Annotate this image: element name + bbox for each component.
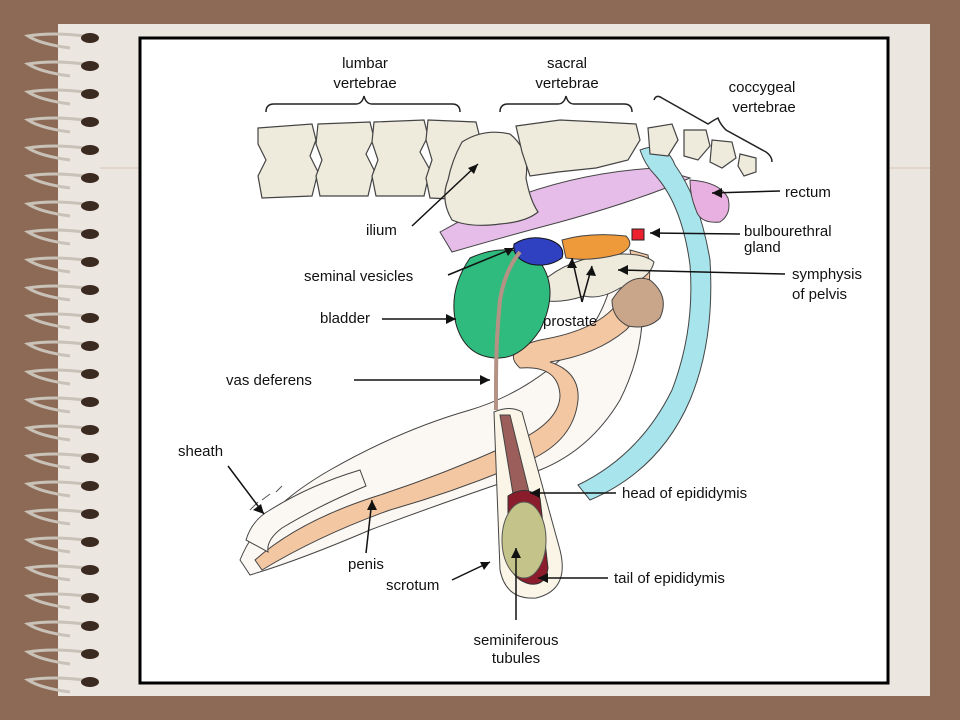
spiral-hole bbox=[81, 453, 99, 463]
label-penis: penis bbox=[348, 556, 384, 573]
spiral-ring bbox=[24, 592, 85, 610]
label-bulbourethral-line2: gland bbox=[744, 239, 781, 256]
prostate bbox=[561, 234, 631, 260]
spiral-hole bbox=[81, 61, 99, 71]
spiral-ring bbox=[24, 480, 85, 498]
spiral-hole bbox=[81, 677, 99, 687]
label-lumbar-line2: vertebrae bbox=[333, 75, 396, 92]
spiral-ring bbox=[24, 144, 85, 162]
label-bladder: bladder bbox=[320, 310, 370, 327]
spiral-hole bbox=[81, 173, 99, 183]
label-seminiferous-line2: tubules bbox=[492, 650, 540, 667]
spiral-ring bbox=[24, 256, 85, 274]
seminal-vesicles bbox=[513, 237, 564, 266]
spiral-hole bbox=[81, 257, 99, 267]
label-prostate: prostate bbox=[543, 313, 597, 330]
coccygeal-vertebrae bbox=[647, 123, 757, 177]
label-coccygeal-line1: coccygeal bbox=[729, 79, 796, 96]
spiral-ring bbox=[24, 88, 85, 106]
spiral-hole bbox=[81, 285, 99, 295]
label-sacral-line2: vertebrae bbox=[535, 75, 598, 92]
spiral-ring bbox=[24, 368, 85, 386]
vas-deferens bbox=[494, 250, 522, 410]
spiral-ring bbox=[24, 536, 85, 554]
label-vas-deferens: vas deferens bbox=[226, 372, 312, 389]
spiral-hole bbox=[81, 481, 99, 491]
spiral-hole bbox=[81, 369, 99, 379]
spiral-ring bbox=[24, 340, 85, 358]
label-lumbar-line1: lumbar bbox=[342, 55, 388, 72]
spiral-ring bbox=[24, 564, 85, 582]
label-head-of-epididymis: head of epididymis bbox=[622, 485, 747, 502]
spiral-ring bbox=[24, 676, 85, 694]
spiral-hole bbox=[81, 397, 99, 407]
spiral-ring bbox=[24, 32, 85, 50]
label-bulbourethral-line1: bulbourethral bbox=[744, 223, 832, 240]
spiral-hole bbox=[81, 89, 99, 99]
spiral-hole bbox=[81, 565, 99, 575]
label-symphysis-line1: symphysis bbox=[792, 266, 862, 283]
spiral-ring bbox=[24, 452, 85, 470]
label-ilium: ilium bbox=[366, 222, 397, 239]
bulbourethral-gland bbox=[631, 228, 645, 241]
spiral-hole bbox=[81, 537, 99, 547]
spiral-ring bbox=[24, 172, 85, 190]
label-seminiferous-line1: seminiferous bbox=[473, 632, 558, 649]
arrowheads bbox=[253, 164, 722, 583]
ilium bbox=[444, 131, 539, 226]
spiral-hole bbox=[81, 509, 99, 519]
pelvis-muscle bbox=[611, 277, 664, 328]
spiral-hole bbox=[81, 341, 99, 351]
spiral-hole bbox=[81, 229, 99, 239]
label-sacral-line1: sacral bbox=[547, 55, 587, 72]
spiral-ring bbox=[24, 116, 85, 134]
spiral-ring bbox=[24, 424, 85, 442]
spiral-hole bbox=[81, 621, 99, 631]
label-symphysis-line2: of pelvis bbox=[792, 286, 847, 303]
spiral-ring bbox=[24, 312, 85, 330]
label-coccygeal-line2: vertebrae bbox=[732, 99, 795, 116]
spiral-ring bbox=[24, 60, 85, 78]
leader-lines bbox=[227, 163, 786, 620]
spiral-ring bbox=[24, 200, 85, 218]
spiral-binding bbox=[24, 32, 99, 694]
spiral-hole bbox=[81, 145, 99, 155]
spiral-hole bbox=[81, 117, 99, 127]
testis bbox=[501, 501, 547, 579]
spiral-ring bbox=[24, 508, 85, 526]
spiral-hole bbox=[81, 33, 99, 43]
label-tail-of-epididymis: tail of epididymis bbox=[614, 570, 725, 587]
spiral-hole bbox=[81, 425, 99, 435]
label-rectum: rectum bbox=[785, 184, 831, 201]
spiral-ring bbox=[24, 648, 85, 666]
spiral-ring bbox=[24, 284, 85, 302]
sacral-vertebrae bbox=[515, 119, 641, 177]
spiral-hole bbox=[81, 649, 99, 659]
label-seminal-vesicles: seminal vesicles bbox=[304, 268, 413, 285]
label-scrotum: scrotum bbox=[386, 577, 439, 594]
label-sheath: sheath bbox=[178, 443, 223, 460]
spiral-ring bbox=[24, 228, 85, 246]
spiral-ring bbox=[24, 396, 85, 414]
labels: lumbar vertebrae sacral vertebrae coccyg… bbox=[178, 55, 862, 667]
spiral-hole bbox=[81, 313, 99, 323]
spiral-hole bbox=[81, 593, 99, 603]
spiral-hole bbox=[81, 201, 99, 211]
spiral-ring bbox=[24, 620, 85, 638]
vertebrae-braces bbox=[265, 95, 773, 163]
